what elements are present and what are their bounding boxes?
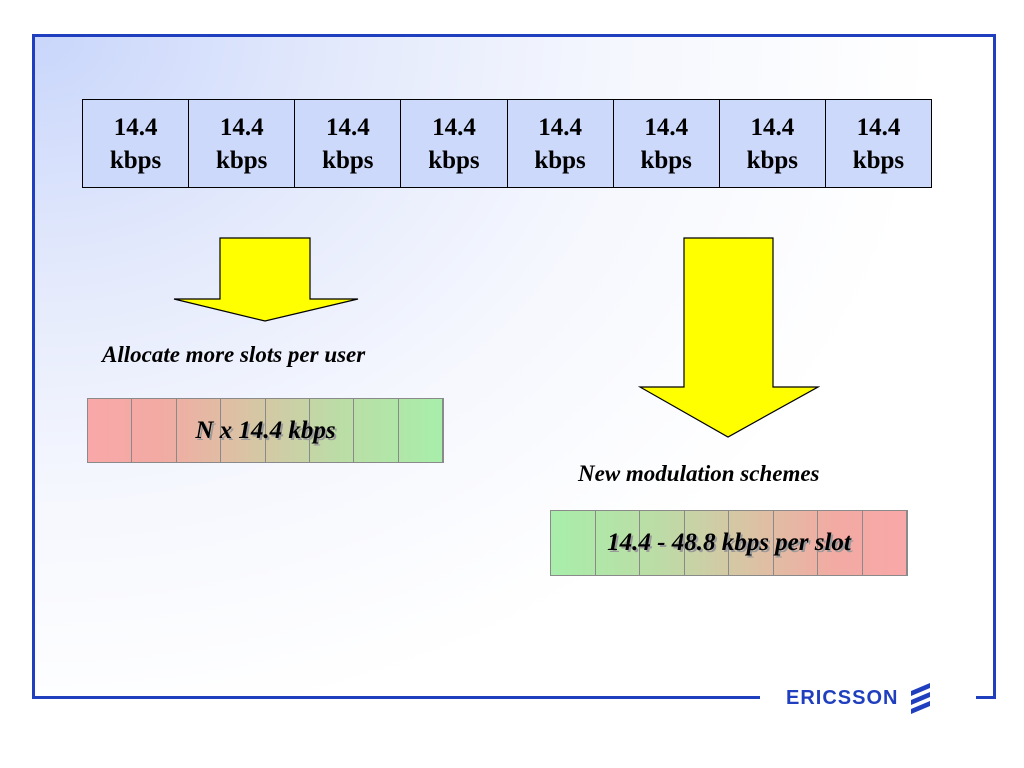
frame-top	[32, 34, 996, 37]
slot-unit: kbps	[109, 146, 162, 174]
slot-unit: kbps	[746, 146, 799, 174]
multi-slot-bar-label: N x 14.4 kbps	[195, 416, 336, 444]
modulation-slot-bar-label: 14.4 - 48.8 kbps per slot	[607, 529, 851, 556]
frame-bottom-left	[32, 696, 760, 699]
modulation-slot-bar: 14.4 - 48.8 kbps per slot	[550, 510, 908, 576]
time-slot: 14.4 kbps	[613, 100, 720, 187]
frame-right	[993, 34, 996, 699]
slot-rate: 14.4	[538, 113, 582, 141]
slot-unit: kbps	[428, 146, 480, 174]
left-down-arrow-icon	[173, 237, 359, 322]
slot-unit: kbps	[322, 146, 374, 174]
slot-rate: 14.4	[644, 113, 689, 141]
time-slot: 14.4 kbps	[189, 100, 296, 187]
right-down-arrow-icon	[638, 237, 820, 438]
slot-unit: kbps	[215, 146, 268, 174]
frame-bottom-right	[976, 696, 996, 699]
slot-rate: 14.4	[325, 113, 370, 141]
frame-left	[32, 34, 35, 699]
slot-unit: kbps	[640, 146, 692, 174]
ericsson-logo-icon	[911, 683, 931, 714]
ericsson-logo: ERICSSON	[786, 682, 934, 714]
right-branch-caption: New modulation schemes	[578, 461, 820, 486]
slot-unit: kbps	[534, 146, 586, 174]
multi-slot-bar: N x 14.4 kbps	[87, 398, 444, 463]
left-branch-caption: Allocate more slots per user	[102, 342, 366, 367]
time-slot-row: 14.4 kbps 14.4 kbps 14.4 kbps 14.4 kbps 14.4…	[82, 99, 932, 188]
brand-name: ERICSSON	[786, 686, 899, 709]
time-slot: 14.4 kbps	[401, 100, 508, 187]
slot-rate: 14.4	[432, 113, 476, 141]
slot-rate: 14.4	[219, 113, 264, 141]
time-slot: 14.4 kbps	[83, 100, 190, 187]
time-slot: 14.4 kbps	[507, 100, 614, 187]
slot-rate: 14.4	[856, 113, 901, 141]
slot-rate: 14.4	[750, 113, 795, 141]
slot-rate: 14.4	[113, 113, 158, 141]
slot-unit: kbps	[852, 146, 905, 174]
time-slot: 14.4 kbps	[825, 100, 931, 187]
time-slot: 14.4 kbps	[295, 100, 402, 187]
time-slot: 14.4 kbps	[719, 100, 826, 187]
